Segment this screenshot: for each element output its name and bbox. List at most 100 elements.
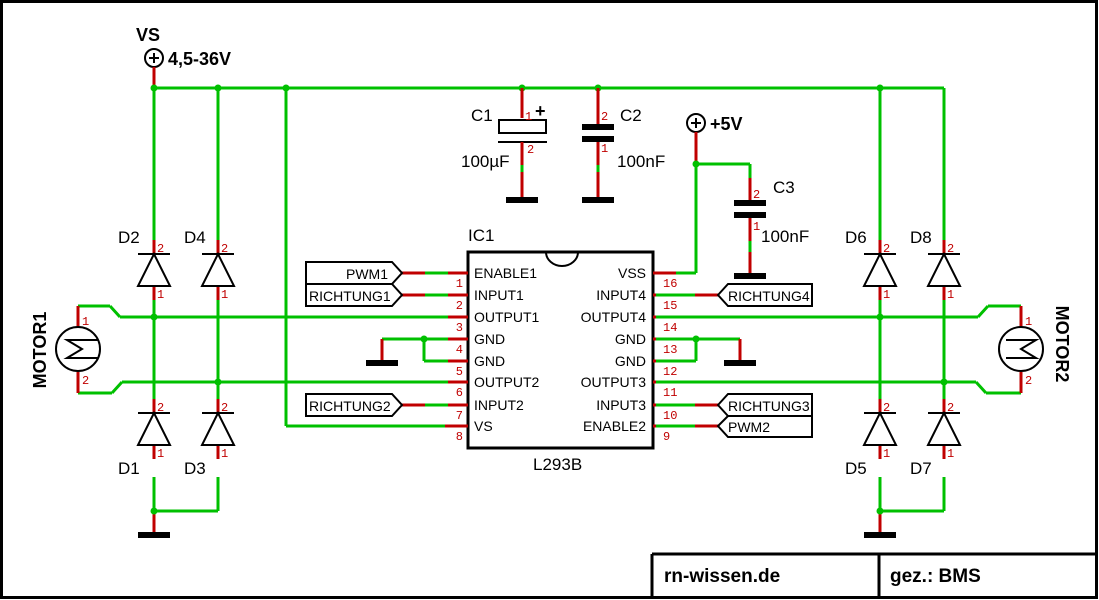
ic-pin-number: 16	[663, 277, 677, 291]
net-label-richtung2: RICHTUNG2	[305, 393, 404, 417]
c1-ref: C1	[471, 106, 493, 125]
svg-text:RICHTUNG1: RICHTUNG1	[309, 288, 391, 304]
svg-text:2: 2	[753, 188, 760, 202]
c3-value: 100nF	[761, 227, 809, 246]
ic-pin-name: OUTPUT4	[581, 309, 647, 325]
capacitor-c2: C2 100nF 2 1	[582, 88, 665, 203]
svg-text:2: 2	[157, 401, 164, 415]
diode-icon	[926, 410, 962, 446]
svg-text:1: 1	[601, 142, 608, 156]
vcc-supply-symbol	[686, 113, 706, 133]
svg-text:2: 2	[1025, 374, 1032, 388]
ic-pin-name: ENABLE2	[583, 418, 646, 434]
ground-icon	[734, 273, 766, 279]
ic-pin-number: 9	[663, 430, 670, 444]
diode-label: D8	[910, 228, 932, 247]
motor1-nets	[78, 300, 448, 538]
ic-pin-name: GND	[474, 353, 505, 369]
ic-pin-number: 11	[663, 386, 677, 400]
diode-label: D5	[845, 459, 867, 478]
vcc-label: +5V	[710, 114, 743, 134]
svg-text:1: 1	[525, 110, 532, 124]
svg-text:2: 2	[601, 110, 608, 124]
net-label-richtung4: RICHTUNG4	[716, 283, 813, 307]
ic-pin-name: INPUT2	[474, 397, 524, 413]
ic-pin-name: INPUT1	[474, 287, 524, 303]
c3-ref: C3	[773, 178, 795, 197]
svg-text:1: 1	[1025, 315, 1032, 329]
svg-text:2: 2	[947, 242, 954, 256]
ic-ref: IC1	[468, 226, 494, 245]
ic-pins: ENABLE11INPUT12OUTPUT13GND4GND5OUTPUT26I…	[445, 265, 677, 444]
motor-icon	[55, 326, 101, 372]
ground-icon	[506, 197, 538, 203]
svg-text:2: 2	[883, 401, 890, 415]
ic-notch	[545, 251, 579, 267]
ic-pin-name: GND	[615, 331, 646, 347]
ic-pin-name: GND	[474, 331, 505, 347]
svg-text:PWM1: PWM1	[346, 266, 388, 282]
diode-label: D4	[184, 228, 206, 247]
ic-pin-number: 4	[456, 343, 463, 357]
diode-d2: 2 1 D2	[118, 228, 172, 302]
ic-pin-number: 5	[456, 365, 463, 379]
diode-icon	[136, 410, 172, 446]
diode-icon	[926, 251, 962, 287]
ground-icon	[724, 360, 756, 366]
diode-icon	[200, 251, 236, 287]
vs-voltage: 4,5-36V	[168, 49, 231, 69]
motor2-label: MOTOR2	[1052, 306, 1072, 383]
c2-value: 100nF	[617, 152, 665, 171]
net-label-pwm1: PWM1	[305, 261, 404, 285]
ic-pin-number: 15	[663, 299, 677, 313]
svg-text:1: 1	[157, 288, 164, 302]
svg-text:RICHTUNG3: RICHTUNG3	[728, 398, 810, 414]
ic-pin-name: INPUT4	[596, 287, 646, 303]
diode-label: D3	[184, 459, 206, 478]
ground-icon	[366, 360, 398, 366]
ic-pin-name: OUTPUT1	[474, 309, 540, 325]
svg-text:2: 2	[527, 143, 534, 157]
ic-pin-name: GND	[615, 353, 646, 369]
ground-icon	[864, 532, 896, 538]
diode-label: D1	[118, 459, 140, 478]
svg-text:2: 2	[221, 242, 228, 256]
svg-text:2: 2	[157, 242, 164, 256]
ic-pin-16: VSS 16	[618, 265, 677, 291]
diode-label: D7	[910, 459, 932, 478]
svg-text:2: 2	[82, 374, 89, 388]
svg-text:2: 2	[947, 401, 954, 415]
svg-text:1: 1	[157, 447, 164, 461]
svg-text:2: 2	[221, 401, 228, 415]
ic-part: L293B	[533, 455, 582, 474]
ic-pin-number: 13	[663, 343, 677, 357]
ic-pin-name: OUTPUT2	[474, 374, 540, 390]
ic-pin-4: GND 4	[445, 331, 505, 357]
ic-l293b: IC1 L293B	[466, 226, 655, 474]
vs-label: VS	[136, 25, 160, 45]
net-label-pwm2: PWM2	[716, 415, 813, 438]
ic-pin-number: 14	[663, 321, 677, 335]
ic-pin-number: 12	[663, 365, 677, 379]
motor1-label: MOTOR1	[30, 312, 50, 389]
diode-icon	[136, 251, 172, 287]
ic-pin-number: 8	[456, 430, 463, 444]
ic-pin-number: 10	[663, 409, 677, 423]
ic-pin-name: INPUT3	[596, 397, 646, 413]
diode-icon	[200, 410, 236, 446]
motor1: 1 2 MOTOR1	[30, 306, 101, 393]
ic-pin-number: 7	[456, 409, 463, 423]
title-block-site: rn-wissen.de	[664, 566, 780, 587]
capacitor-c3: C3 100nF 2 1	[734, 178, 809, 279]
ic-pin-name: VSS	[618, 265, 646, 281]
diode-label: D2	[118, 228, 140, 247]
